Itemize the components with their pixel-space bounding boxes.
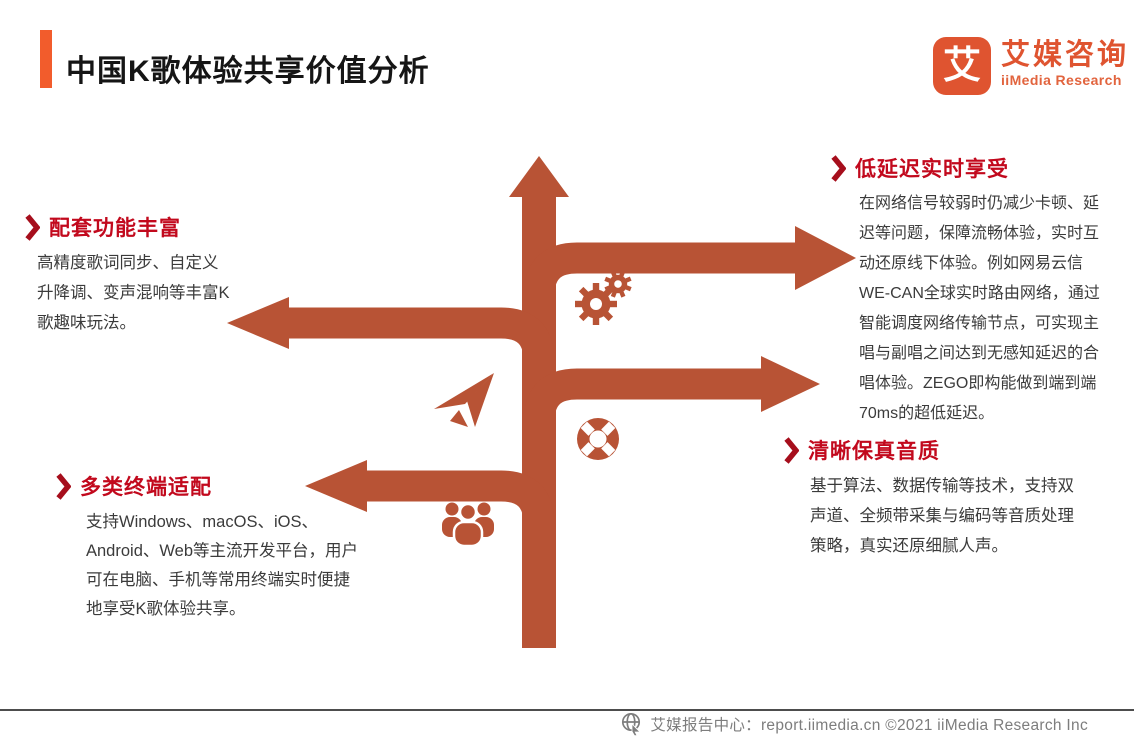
body-line: 升降调、变声混响等丰富K	[37, 284, 230, 302]
value-block-title: 低延迟实时享受	[855, 158, 1009, 181]
value-block-title: 多类终端适配	[80, 476, 212, 499]
body-line: WE-CAN全球实时路由网络，通过	[859, 285, 1100, 302]
globe-cursor-icon	[622, 712, 642, 736]
value-block-title: 清晰保真音质	[808, 440, 940, 463]
branch-right-2	[523, 368, 763, 466]
value-block-heading: 配套功能丰富	[25, 212, 230, 242]
logo: 艾 艾媒咨询 iiMedia Research	[933, 37, 1129, 95]
footer: 艾媒报告中心：report.iimedia.cn ©2021 iiMedia R…	[621, 712, 1088, 736]
body-line: 在网络信号较弱时仍减少卡顿、延	[859, 195, 1100, 212]
value-block-low-latency: 低延迟实时享受 在网络信号较弱时仍减少卡顿、延 迟等问题，保障流畅体验，实时互 …	[831, 153, 1100, 429]
value-block-body: 高精度歌词同步、自定义 升降调、变声混响等丰富K 歌趣味玩法。	[37, 248, 230, 338]
chevron-right-icon	[56, 472, 71, 500]
value-block-multi-terminal: 多类终端适配 支持Windows、macOS、iOS、 Android、Web等…	[56, 471, 358, 624]
value-block-heading: 低延迟实时享受	[831, 153, 1100, 183]
value-block-heading: 清晰保真音质	[784, 435, 1074, 465]
page-title: 中国K歌体验共享价值分析	[66, 55, 430, 89]
body-line: Android、Web等主流开发平台，用户	[86, 542, 359, 560]
body-line: 智能调度网络传输节点，可实现主	[859, 315, 1100, 332]
arrowhead-left-1	[227, 297, 289, 349]
body-line: 策略，真实还原细腻人声。	[810, 537, 1008, 555]
gears-icon	[575, 270, 632, 325]
body-line: 高精度歌词同步、自定义	[37, 254, 219, 272]
body-line: 歌趣味玩法。	[37, 314, 136, 332]
logo-name-cn: 艾媒咨询	[1001, 39, 1130, 71]
body-line: 地享受K歌体验共享。	[86, 600, 246, 618]
chevron-right-icon	[784, 436, 799, 464]
branch-left-2	[365, 470, 555, 570]
body-line: 70ms的超低延迟。	[859, 405, 995, 422]
value-block-body: 在网络信号较弱时仍减少卡顿、延 迟等问题，保障流畅体验，实时互 动还原线下体验。…	[859, 189, 1100, 429]
chevron-right-icon	[831, 154, 846, 182]
body-line: 声道、全频带采集与编码等音质处理	[810, 507, 1074, 525]
logo-name-en: iiMedia Research	[1001, 71, 1122, 88]
body-line: 迟等问题，保障流畅体验，实时互	[859, 225, 1100, 242]
footer-divider	[0, 709, 1134, 711]
chevron-right-icon	[25, 213, 40, 241]
logo-icon: 艾	[933, 37, 991, 95]
value-block-body: 支持Windows、macOS、iOS、 Android、Web等主流开发平台，…	[86, 508, 358, 624]
lifebuoy-icon	[577, 418, 619, 460]
body-line: 基于算法、数据传输等技术，支持双	[810, 477, 1074, 495]
title-accent-bar	[40, 30, 52, 88]
body-line: 可在电脑、手机等常用终端实时便捷	[86, 571, 350, 589]
arrowhead-top-right	[795, 226, 856, 290]
people-icon	[442, 502, 494, 548]
arrowhead-left-2	[305, 460, 367, 512]
value-block-heading: 多类终端适配	[56, 471, 358, 501]
body-line: 唱与副唱之间达到无感知延迟的合	[859, 345, 1100, 362]
branch-top-right	[523, 242, 797, 334]
logo-glyph: 艾	[942, 45, 981, 87]
paper-plane-icon	[434, 373, 494, 427]
footer-text: 艾媒报告中心：report.iimedia.cn ©2021 iiMedia R…	[650, 717, 1088, 734]
body-line: 支持Windows、macOS、iOS、	[86, 513, 318, 531]
body-line: 唱体验。ZEGO即构能做到端到端	[859, 375, 1097, 392]
branch-left-1	[287, 307, 555, 404]
arrowhead-right-2	[761, 356, 820, 412]
value-block-body: 基于算法、数据传输等技术，支持双 声道、全频带采集与编码等音质处理 策略，真实还…	[810, 471, 1074, 561]
value-block-clear-audio: 清晰保真音质 基于算法、数据传输等技术，支持双 声道、全频带采集与编码等音质处理…	[784, 435, 1074, 561]
value-block-rich-features: 配套功能丰富 高精度歌词同步、自定义 升降调、变声混响等丰富K 歌趣味玩法。	[25, 212, 230, 338]
logo-text: 艾媒咨询 iiMedia Research	[1001, 37, 1129, 88]
body-line: 动还原线下体验。例如网易云信	[859, 255, 1084, 272]
up-arrowhead	[509, 156, 569, 197]
value-block-title: 配套功能丰富	[49, 217, 181, 240]
